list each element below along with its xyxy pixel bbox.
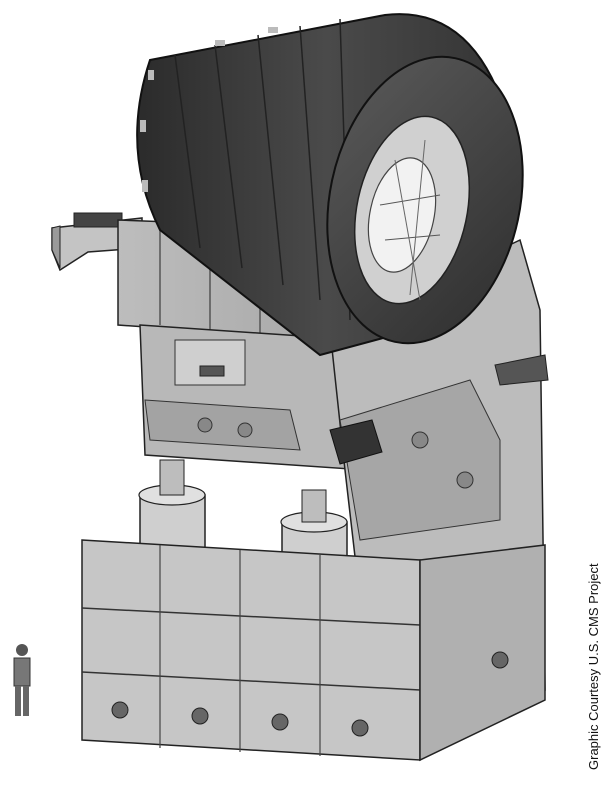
central-frame-body	[139, 324, 366, 471]
image-credit: Graphic Courtesy U.S. CMS Project	[586, 563, 601, 770]
ring-end-face	[326, 55, 524, 345]
human-scale-figure	[13, 644, 31, 716]
base-modules	[81, 539, 546, 762]
